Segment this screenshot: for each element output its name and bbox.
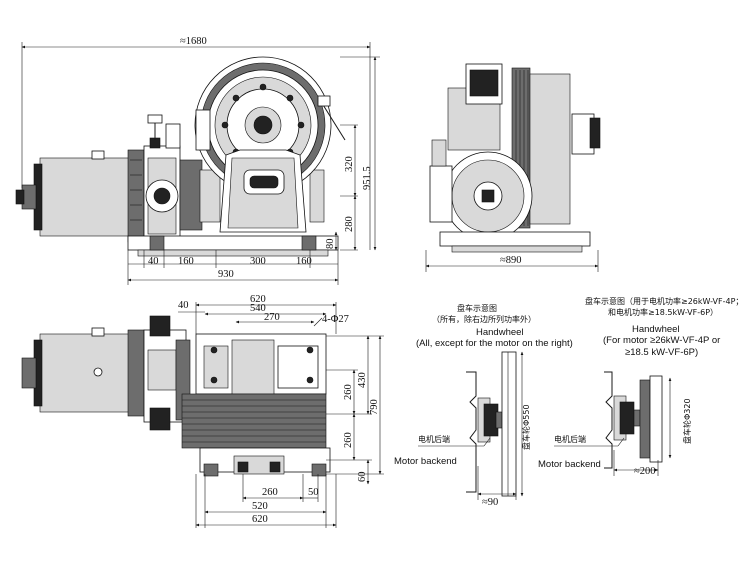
top-dim-40: 40 [178,300,189,311]
handwheel-a-backend-cn: 电机后端 [418,434,450,444]
handwheel-a-backend-en: Motor backend [394,456,457,467]
handwheel-a-note-en: (All, except for the motor on the right) [416,338,573,349]
top-dim-260-upper: 260 [343,384,354,400]
front-frame [195,95,346,233]
top-dim-60: 60 [357,472,368,483]
handwheel-a-wheel-dim: 盘车轮Φ550 [521,404,531,450]
top-dim-430: 430 [357,372,368,388]
handwheel-b-title-cn: 盘车示意图（用于电机功率≥26kW-VF-4P； [585,296,743,306]
front-dim-height-80: 80 [325,239,336,250]
top-dim-520: 520 [252,501,268,512]
front-base [127,235,339,257]
top-dim-270: 270 [264,312,280,323]
handwheel-a-title-en: Handwheel [476,327,524,338]
handwheel-b: 盘车示意图（用于电机功率≥26kW-VF-4P； 和电机功率≥18.5kW-VF… [538,296,743,477]
front-dim-300: 300 [250,256,266,267]
handwheel-a-title-cn: 盘车示意图 [457,303,497,313]
handwheel-b-wheel-dim: 盘车轮Φ320 [682,398,692,444]
top-dim-260-lower: 260 [343,432,354,448]
front-brake [143,114,325,247]
front-dim-height-280: 280 [344,216,355,232]
front-dim-height-320: 320 [344,156,355,172]
handwheel-b-note-en-1: (For motor ≥26kW-VF-4P or [603,335,720,346]
handwheel-b-title-en: Handwheel [632,324,680,335]
front-dim-height-total: 951.5 [362,166,373,190]
side-dim-width: ≈890 [500,255,522,266]
handwheel-b-note-en-2: ≥18.5 kW-VF-6P) [625,347,698,358]
top-dim-790: 790 [369,399,380,415]
top-dim-50: 50 [308,487,319,498]
front-dim-160-left: 160 [178,256,194,267]
handwheel-b-note-cn: 和电机功率≥18.5kW-VF-6P） [608,307,718,317]
top-view: 620 540 40 270 4-Φ27 790 430 260 260 60 … [21,294,384,528]
handwheel-b-backend-cn: 电机后端 [554,434,586,444]
front-dim-overall-length: ≈1680 [180,36,207,47]
handwheel-a: 盘车示意图 （所有，除右边所列功率外） Handwheel (All, exce… [394,303,573,508]
top-dim-620-top: 620 [250,294,266,305]
front-motor [15,149,145,243]
top-dim-620-bottom: 620 [252,514,268,525]
top-hole-note: 4-Φ27 [322,314,349,325]
front-dim-160-right: 160 [296,256,312,267]
top-dim-540: 540 [250,303,266,314]
handwheel-b-dim-200: ≈200 [634,466,656,477]
top-dim-260-bottom: 260 [262,487,278,498]
front-view: ≈1680 951.5 320 280 80 40 160 300 160 93… [15,36,380,285]
handwheel-a-note-cn: （所有，除右边所列功率外） [432,314,536,324]
front-dim-930: 930 [218,269,234,280]
front-dim-left-40: 40 [148,256,159,267]
handwheel-a-dim-90: ≈90 [482,497,498,508]
side-view: ≈890 [425,63,601,272]
handwheel-b-backend-en: Motor backend [538,459,601,470]
